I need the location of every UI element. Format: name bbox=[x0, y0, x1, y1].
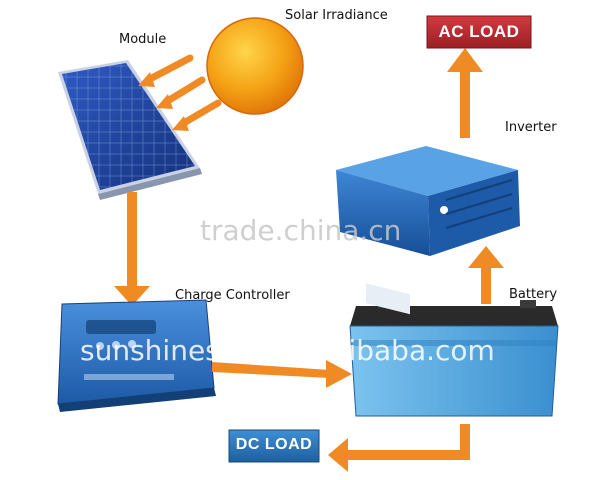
charge-controller-icon bbox=[57, 299, 216, 412]
battery-label: Battery bbox=[509, 287, 558, 302]
ac-load-box bbox=[426, 15, 532, 49]
module-to-controller-arrow bbox=[114, 192, 150, 306]
battery-to-inverter-arrow bbox=[468, 246, 504, 304]
solar-irradiance-label: Solar Irradiance bbox=[285, 8, 388, 23]
controller-to-battery-arrow bbox=[212, 360, 352, 388]
sun-icon bbox=[206, 17, 304, 115]
charge-controller-label: Charge Controller bbox=[175, 288, 290, 303]
inverter-icon bbox=[336, 146, 520, 315]
battery-to-dc-arrow bbox=[328, 424, 470, 472]
module-label: Module bbox=[119, 32, 167, 47]
dc-load-box bbox=[228, 429, 320, 463]
solar-panel-icon bbox=[58, 60, 202, 200]
ac-load-text: AC LOAD bbox=[438, 22, 520, 41]
brand-watermark: sunshinesolar.en.alibaba.com bbox=[80, 334, 495, 367]
trade-watermark: trade.china.cn bbox=[200, 214, 402, 247]
dc-load-text: DC LOAD bbox=[235, 436, 313, 453]
irradiance-arrows bbox=[138, 54, 222, 131]
inverter-label: Inverter bbox=[505, 120, 557, 135]
inverter-to-ac-arrow bbox=[447, 48, 483, 138]
